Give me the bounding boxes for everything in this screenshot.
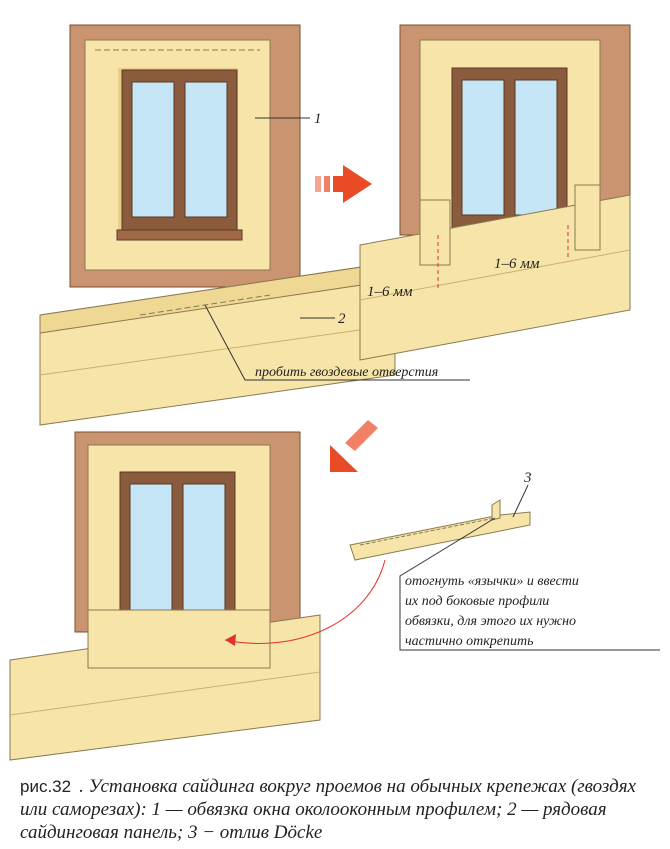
note-line: частично открепить <box>405 634 533 649</box>
caption-text: . Установка сайдинга вокруг проемов на о… <box>20 776 636 843</box>
label-2: 2 <box>338 311 346 327</box>
note-line: обвязки, для этого их нужно <box>405 614 576 629</box>
siding-panel <box>39 261 396 426</box>
note-line: их под боковые профили <box>405 594 549 609</box>
figure-caption: рис.32. Установка сайдинга вокруг проемо… <box>20 775 660 844</box>
step1-wall <box>69 24 301 288</box>
gap-label-right: 1–6 мм <box>494 256 540 272</box>
gap-label-left: 1–6 мм <box>367 284 413 300</box>
arrow-right-icon <box>315 165 372 203</box>
step3-wall <box>9 431 321 761</box>
note-line: отогнуть «язычки» и ввести <box>405 574 579 589</box>
note-nail-holes: пробить гвоздевые отверстия <box>255 365 438 380</box>
step2-wall <box>359 24 631 361</box>
arrow-down-left-icon <box>330 420 378 472</box>
label-1: 1 <box>314 111 322 127</box>
label-3: 3 <box>523 470 532 486</box>
figure-number: рис.32 <box>20 777 72 796</box>
